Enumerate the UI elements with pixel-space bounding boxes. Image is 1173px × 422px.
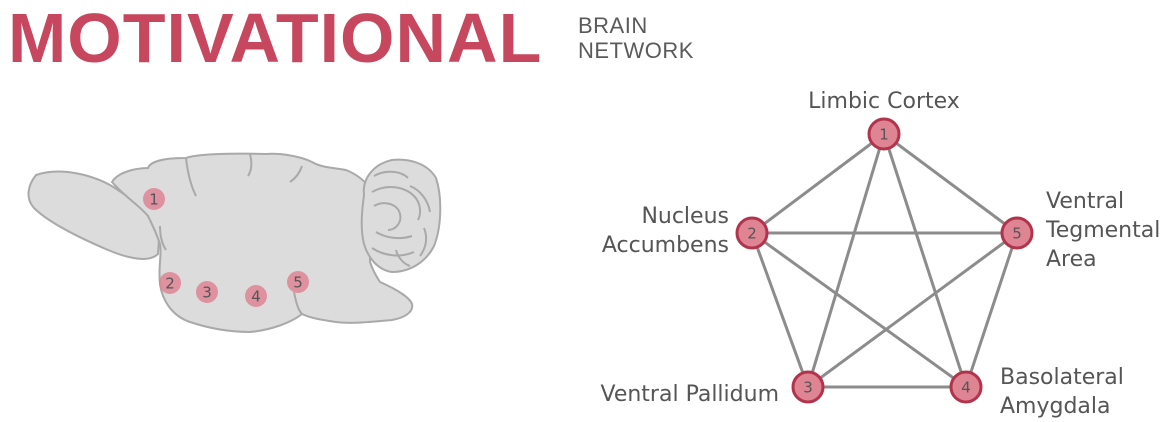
- network-node-2-number: 2: [747, 225, 757, 243]
- network-node-2-label-line-2: Accumbens: [602, 233, 729, 258]
- network-node-5-label-line-1: Ventral: [1046, 189, 1124, 214]
- brain-marker-1-label: 1: [149, 191, 159, 209]
- network-node-3-label: Ventral Pallidum: [600, 382, 779, 407]
- network-node-3: 3 Ventral Pallidum: [600, 372, 823, 407]
- edge-1-4: [884, 134, 966, 387]
- brain-marker-5-label: 5: [293, 274, 303, 292]
- brain-marker-5: 5: [287, 271, 309, 293]
- brain-illustration: 1 2 3 4 5: [28, 154, 440, 332]
- edge-2-4: [752, 233, 966, 387]
- network-node-5-label-line-2: Tegmental: [1045, 218, 1160, 243]
- brain-marker-4: 4: [245, 285, 267, 307]
- network-node-4-number: 4: [961, 379, 971, 397]
- network-node-5-number: 5: [1012, 225, 1022, 243]
- edge-4-5: [966, 233, 1017, 387]
- edge-1-3: [808, 134, 884, 387]
- edge-2-3: [752, 233, 808, 387]
- brain-marker-3: 3: [196, 281, 218, 303]
- network-node-3-number: 3: [803, 379, 813, 397]
- network-node-2-label-line-1: Nucleus: [641, 204, 729, 229]
- network-node-5-label-line-3: Area: [1046, 247, 1097, 272]
- edge-3-5: [808, 233, 1017, 387]
- brain-marker-2: 2: [159, 272, 181, 294]
- network-node-1-label: Limbic Cortex: [808, 89, 960, 114]
- network-node-4-label-line-2: Amygdala: [1000, 394, 1111, 419]
- network-node-4-label-line-1: Basolateral: [1000, 365, 1124, 390]
- network-edges: [752, 134, 1017, 387]
- network-node-3-label-line-1: Ventral Pallidum: [600, 382, 779, 407]
- edge-1-2: [752, 134, 884, 233]
- network-node-1: 1 Limbic Cortex: [808, 89, 960, 149]
- brain-marker-1: 1: [143, 188, 165, 210]
- edge-1-5: [884, 134, 1017, 233]
- brain-marker-4-label: 4: [251, 288, 261, 306]
- network-node-1-label-line-1: Limbic Cortex: [808, 89, 960, 114]
- brain-marker-3-label: 3: [202, 284, 212, 302]
- network-node-1-number: 1: [879, 126, 889, 144]
- brain-marker-2-label: 2: [165, 275, 175, 293]
